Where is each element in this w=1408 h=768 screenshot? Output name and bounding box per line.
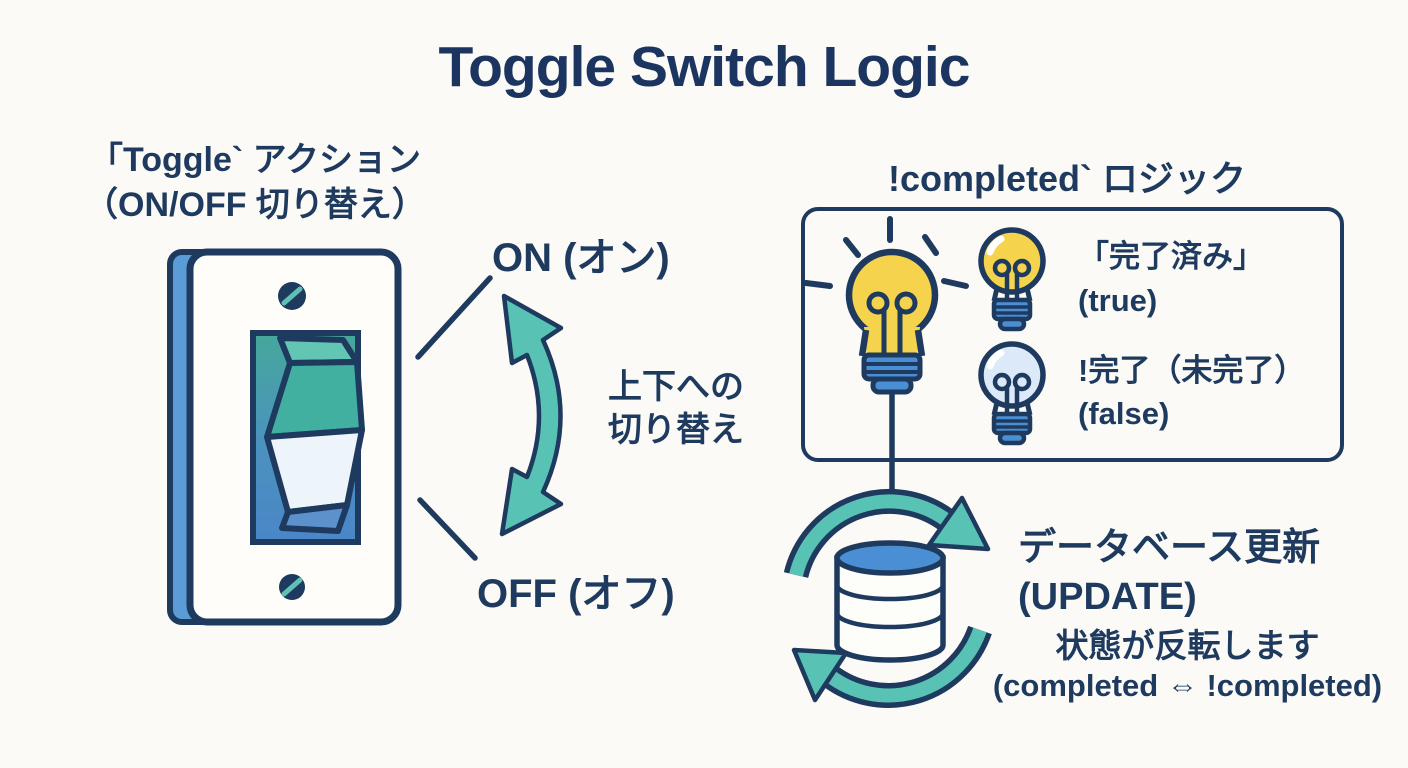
database-update-label: データベース更新 (UPDATE): [1018, 524, 1320, 622]
invert-note-line1: 状態が反転します: [1055, 627, 1320, 664]
diagonal-line-on: [415, 275, 493, 360]
off-label: OFF (オフ): [477, 572, 675, 616]
completed-false-label: !完了（未完了） (false): [1078, 349, 1305, 435]
rocker-icon: [264, 335, 365, 534]
completed-true-line2: (true): [1078, 283, 1158, 318]
logic-heading: !completed` ロジック: [888, 158, 1247, 199]
cycle-arrows-icon: [783, 488, 992, 708]
completed-true-label: 「完了済み」 (true): [1078, 235, 1264, 323]
completed-true-line1: 「完了済み」: [1078, 239, 1264, 274]
toggle-switch-icon: [167, 248, 402, 626]
toggle-action-label: 「Toggle` アクション （ON/OFF 切り替え）: [55, 138, 455, 228]
lightbulb-false-icon: [978, 341, 1046, 446]
completed-false-line2: (false): [1078, 396, 1170, 431]
updown-switch-label: 上下への 切り替え: [596, 366, 756, 452]
switch-recess: [250, 330, 361, 545]
on-label: ON (オン): [492, 236, 670, 280]
toggle-action-label-line2: （ON/OFF 切り替え）: [84, 186, 426, 224]
invert-note-line2: (completed ⇔ !completed): [992, 668, 1383, 703]
lightbulb-true-icon: [978, 227, 1046, 332]
invert-note-label: 状態が反転します (completed ⇔ !completed): [980, 626, 1395, 706]
switch-plate-side: [167, 249, 217, 625]
lightbulb-on-icon: [803, 216, 969, 395]
database-update-line2: (UPDATE): [1018, 576, 1197, 618]
switch-plate: [186, 248, 402, 626]
screw-top-icon: [278, 282, 306, 310]
database-update-line1: データベース更新: [1018, 527, 1321, 569]
curved-arrow-icon: [499, 293, 564, 537]
database-icon: [834, 540, 946, 663]
screw-bottom-icon: [279, 574, 305, 600]
completed-false-line1: !完了（未完了）: [1078, 353, 1306, 388]
updown-switch-label-line2: 切り替え: [608, 411, 744, 449]
diagonal-line-off: [417, 497, 478, 561]
toggle-action-label-line1: 「Toggle` アクション: [89, 141, 421, 179]
updown-switch-label-line1: 上下への: [608, 368, 744, 406]
bulb-rays: [803, 216, 969, 289]
page-title: Toggle Switch Logic: [438, 35, 971, 99]
